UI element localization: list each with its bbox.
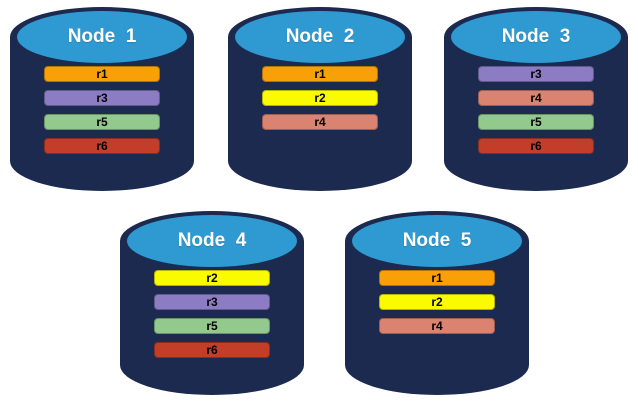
replica-bar: r4: [379, 318, 495, 334]
replica-bar: r3: [478, 66, 594, 82]
node-cylinder: Node 4 r2 r3 r5 r6: [120, 211, 304, 395]
replica-bar: r1: [44, 66, 160, 82]
node-label: Node 4: [177, 230, 247, 251]
node-cylinder: Node 1 r1 r3 r5 r6: [10, 7, 194, 191]
replica-bar: r3: [44, 90, 160, 106]
replica-bar: r3: [154, 294, 270, 310]
replica-list: r3 r4 r5 r6: [478, 66, 594, 154]
node-label: Node 2: [285, 26, 355, 47]
node-cap: Node 1: [17, 11, 187, 63]
replica-bar: r4: [262, 114, 378, 130]
replica-bar: r5: [478, 114, 594, 130]
node-label: Node 3: [501, 26, 571, 47]
node-cap: Node 2: [235, 11, 405, 63]
node-cylinder: Node 5 r1 r2 r4: [345, 211, 529, 395]
replica-bar: r6: [478, 138, 594, 154]
node-label: Node 1: [67, 26, 137, 47]
node-label: Node 5: [402, 230, 472, 251]
replica-list: r1 r2 r4: [262, 66, 378, 130]
replica-bar: r5: [154, 318, 270, 334]
replica-bar: r2: [262, 90, 378, 106]
replica-bar: r1: [379, 270, 495, 286]
node-cylinder: Node 3 r3 r4 r5 r6: [444, 7, 628, 191]
replica-list: r1 r3 r5 r6: [44, 66, 160, 154]
replica-bar: r2: [154, 270, 270, 286]
node-cap: Node 3: [451, 11, 621, 63]
node-cap: Node 5: [352, 215, 522, 267]
replica-bar: r2: [379, 294, 495, 310]
node-cylinder: Node 2 r1 r2 r4: [228, 7, 412, 191]
replica-bar: r1: [262, 66, 378, 82]
replica-bar: r6: [44, 138, 160, 154]
replica-list: r1 r2 r4: [379, 270, 495, 334]
node-cap: Node 4: [127, 215, 297, 267]
replica-bar: r6: [154, 342, 270, 358]
replica-list: r2 r3 r5 r6: [154, 270, 270, 358]
replica-bar: r5: [44, 114, 160, 130]
replica-bar: r4: [478, 90, 594, 106]
